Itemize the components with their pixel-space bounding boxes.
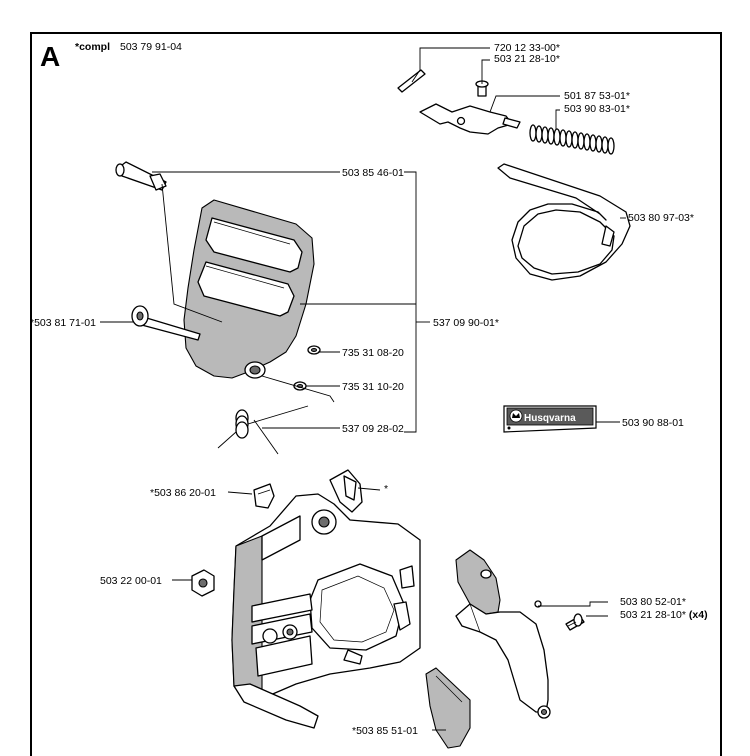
spring-537-09-28-02 (217, 405, 309, 449)
washer-735-31-08-20 (307, 345, 321, 355)
chain-guard-503-80-52-01 (455, 549, 551, 719)
screw-503-81-71-01 (131, 305, 201, 341)
label-asterisk: * (384, 483, 388, 495)
husqvarna-crown-icon (509, 409, 523, 423)
label-503-80-97-03: 503 80 97-03* (628, 212, 694, 224)
label-501-87-53-01: 501 87 53-01* (564, 90, 630, 102)
screw-503-21-28-10-x4 (565, 613, 585, 631)
compl-prefix: *compl (75, 41, 110, 53)
label-735-31-10-20: 735 31 10-20 (342, 381, 404, 393)
label-503-85-46-01: 503 85 46-01 (342, 167, 404, 179)
label-503-80-52-01: 503 80 52-01* (620, 596, 686, 608)
label-503-86-20-01: *503 86 20-01 (150, 487, 216, 499)
label-503-22-00-01: 503 22 00-01 (100, 575, 162, 587)
label-537-09-28-02: 537 09 28-02 (342, 423, 404, 435)
clip-503-86-20-01 (253, 483, 275, 509)
label-503-21-28-10-x4: 503 21 28-10* (x4) (620, 609, 708, 621)
label-537-09-90-01: 537 09 90-01* (433, 317, 499, 329)
label-503-21-28-10: 503 21 28-10* (494, 53, 560, 65)
brake-guard-part (183, 199, 315, 379)
label-503-90-88-01: 503 90 88-01 (622, 417, 684, 429)
compl-number: 503 79 91-04 (120, 41, 182, 53)
brake-band-part (497, 163, 631, 281)
pin-part (397, 69, 426, 93)
brake-lever-part (419, 80, 521, 135)
clutch-cover-body (231, 469, 421, 729)
diagram-border (30, 32, 722, 756)
brand-name: Husqvarna (524, 413, 576, 424)
section-letter: A (40, 41, 60, 72)
label-503-85-51-01: *503 85 51-01 (352, 725, 418, 737)
qty-suffix: (x4) (689, 609, 708, 621)
bolt-503-85-46-01 (115, 161, 167, 191)
nut-503-22-00-01 (191, 569, 215, 597)
label-720-12-33-00: 720 12 33-00* (494, 42, 560, 54)
plate-503-85-51-01 (425, 667, 471, 749)
husqvarna-decal: Husqvarna (503, 405, 597, 433)
spring-part (529, 124, 615, 155)
label-503-90-83-01: 503 90 83-01* (564, 103, 630, 115)
label-503-81-71-01: *503 81 71-01 (30, 317, 96, 329)
label-503-21-28-10-x4-number: 503 21 28-10* (620, 609, 686, 621)
label-735-31-08-20: 735 31 08-20 (342, 347, 404, 359)
